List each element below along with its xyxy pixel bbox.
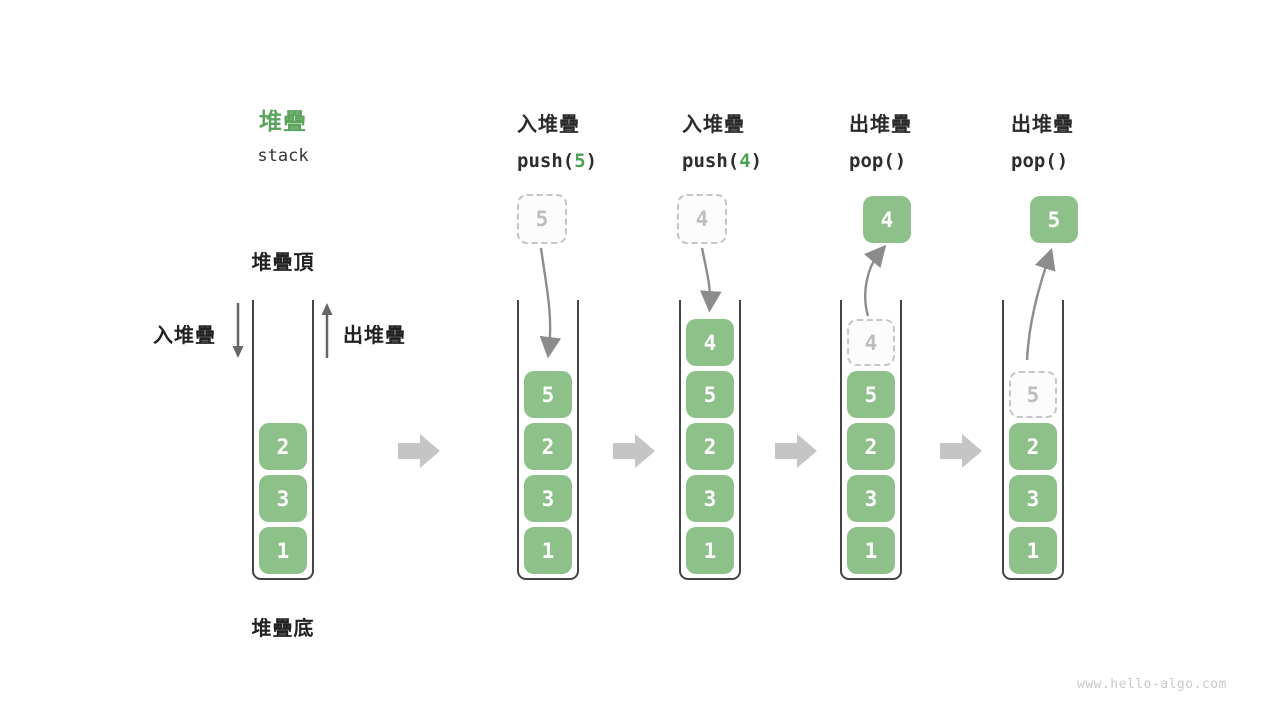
push-4-flow-arrow: [700, 247, 722, 313]
stack-item: 2: [1009, 423, 1057, 470]
step-arrow-2: [613, 434, 655, 468]
op-header-push-4: 入堆疊 push(4): [682, 108, 762, 172]
code-close: ): [750, 150, 763, 172]
stack-item: 1: [259, 527, 307, 574]
op-header-push-5: 入堆疊 push(5): [517, 108, 597, 172]
stack-item: 2: [686, 423, 734, 470]
popped-item-5: 5: [1030, 196, 1078, 243]
ghost-item-incoming-5: 5: [517, 194, 567, 244]
code-arg: 4: [739, 150, 751, 172]
stack-state-pop-4: 4 5 2 3 1: [840, 300, 902, 580]
stack-item: 1: [1009, 527, 1057, 574]
stack-item: 3: [259, 475, 307, 522]
stack-item: 2: [847, 423, 895, 470]
stack-item: 5: [847, 371, 895, 418]
ghost-item: 4: [847, 319, 895, 366]
stack-item: 5: [524, 371, 572, 418]
push-direction-arrow: [232, 303, 244, 358]
ghost-item-incoming-4: 4: [677, 194, 727, 244]
stack-state-after-push-4: 4 5 2 3 1: [679, 300, 741, 580]
op-label: 入堆疊: [517, 112, 580, 136]
stack-item: 4: [686, 319, 734, 366]
stack-top-label: 堆疊頂: [251, 250, 315, 274]
code-arg: 5: [574, 150, 586, 172]
push-side-label: 入堆疊: [153, 323, 216, 347]
stack-item: 1: [847, 527, 895, 574]
op-label: 出堆疊: [849, 112, 912, 136]
stack-item: 3: [847, 475, 895, 522]
step-arrow-3: [775, 434, 817, 468]
stack-item: 3: [686, 475, 734, 522]
op-code: pop(): [1011, 150, 1074, 172]
code-fn: push(: [682, 150, 740, 172]
stack-state-after-push-5: 5 2 3 1: [517, 300, 579, 580]
stack-item: 1: [524, 527, 572, 574]
stack-item: 3: [524, 475, 572, 522]
op-label: 入堆疊: [682, 112, 745, 136]
op-code: pop(): [849, 150, 912, 172]
pop-direction-arrow: [321, 303, 333, 358]
op-code: push(4): [682, 150, 762, 172]
stack-item: 3: [1009, 475, 1057, 522]
watermark: www.hello-algo.com: [1077, 677, 1227, 692]
stack-item: 1: [686, 527, 734, 574]
diagram-title: 堆疊 stack: [233, 102, 333, 166]
code-close: ): [894, 150, 907, 172]
op-header-pop-4: 出堆疊 pop(): [849, 108, 912, 172]
popped-item-4: 4: [863, 196, 911, 243]
code-close: ): [585, 150, 598, 172]
step-arrow-4: [940, 434, 982, 468]
code-fn: pop(: [849, 150, 895, 172]
stack-item: 2: [524, 423, 572, 470]
op-code: push(5): [517, 150, 597, 172]
code-fn: push(: [517, 150, 575, 172]
stack-state-initial: 2 3 1: [252, 300, 314, 580]
title-zh: 堆疊: [259, 109, 307, 135]
title-en: stack: [257, 146, 309, 166]
code-close: ): [1056, 150, 1069, 172]
step-arrow-1: [398, 434, 440, 468]
stack-state-pop-5: 5 2 3 1: [1002, 300, 1064, 580]
stack-item: 5: [686, 371, 734, 418]
stack-item: 2: [259, 423, 307, 470]
op-label: 出堆疊: [1011, 112, 1074, 136]
pop-side-label: 出堆疊: [343, 323, 406, 347]
stack-bottom-label: 堆疊底: [251, 616, 315, 640]
op-header-pop-5: 出堆疊 pop(): [1011, 108, 1074, 172]
ghost-item: 5: [1009, 371, 1057, 418]
code-fn: pop(: [1011, 150, 1057, 172]
